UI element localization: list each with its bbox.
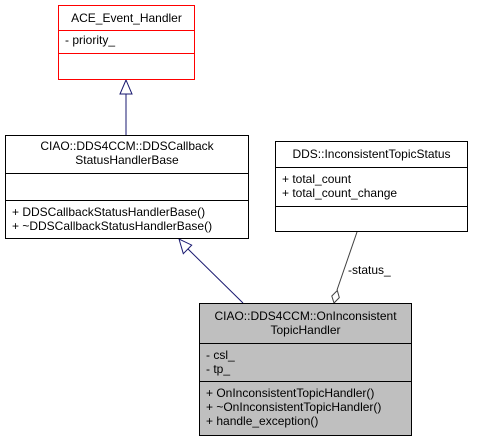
attribute-total-count: + total_count — [282, 172, 352, 186]
attribute-csl: - csl_ — [206, 348, 235, 362]
operations-dds-callback-status-handler-base: + DDSCallbackStatusHandlerBase() + ~DDSC… — [6, 201, 248, 240]
association-label-status: -status_ — [348, 263, 391, 277]
attribute-total-count-change: + total_count_change — [282, 186, 398, 200]
operation-destructor: + ~DDSCallbackStatusHandlerBase() — [12, 219, 213, 233]
attributes-ace-event-handler: - priority_ — [59, 31, 194, 54]
class-name-line-1: CIAO::DDS4CCM::OnInconsistent — [214, 309, 397, 323]
inheritance-arrowhead-base — [178, 238, 193, 255]
class-dds-callback-status-handler-base[interactable]: CIAO::DDS4CCM::DDSCallback StatusHandler… — [5, 135, 249, 239]
class-name-ace-event-handler: ACE_Event_Handler — [59, 6, 194, 31]
operations-ace-event-handler — [59, 54, 194, 79]
class-ace-event-handler[interactable]: ACE_Event_Handler - priority_ — [58, 5, 195, 80]
operations-on-inconsistent-topic-handler: + OnInconsistentTopicHandler() + ~OnInco… — [200, 382, 411, 435]
operations-inconsistent-topic-status — [276, 207, 467, 231]
association-edge-status — [336, 231, 358, 291]
attributes-on-inconsistent-topic-handler: - csl_ - tp_ — [200, 344, 411, 382]
attributes-dds-callback-status-handler-base — [6, 174, 248, 201]
class-name-line-2: StatusHandlerBase — [75, 153, 179, 167]
class-name-line-2: TopicHandler — [270, 323, 341, 337]
aggregation-diamond — [331, 289, 340, 304]
operation-destructor: + ~OnInconsistentTopicHandler() — [206, 400, 382, 414]
operation-handle-exception: + handle_exception() — [206, 414, 319, 428]
class-name-inconsistent-topic-status: DDS::InconsistentTopicStatus — [276, 142, 467, 168]
inheritance-arrowhead-ace — [119, 78, 133, 95]
operation-constructor: + DDSCallbackStatusHandlerBase() — [12, 205, 206, 219]
class-name-line-1: CIAO::DDS4CCM::DDSCallback — [40, 139, 214, 153]
inheritance-edge-handler-to-base — [186, 247, 244, 304]
class-on-inconsistent-topic-handler[interactable]: CIAO::DDS4CCM::OnInconsistent TopicHandl… — [199, 303, 412, 436]
attribute-tp: - tp_ — [206, 362, 231, 376]
attribute-priority: - priority_ — [65, 33, 116, 47]
class-name-dds-callback-status-handler-base: CIAO::DDS4CCM::DDSCallback StatusHandler… — [6, 136, 248, 174]
attributes-inconsistent-topic-status: + total_count + total_count_change — [276, 168, 467, 207]
operation-constructor: + OnInconsistentTopicHandler() — [206, 386, 375, 400]
class-inconsistent-topic-status[interactable]: DDS::InconsistentTopicStatus + total_cou… — [275, 141, 468, 232]
class-name-on-inconsistent-topic-handler: CIAO::DDS4CCM::OnInconsistent TopicHandl… — [200, 304, 411, 344]
